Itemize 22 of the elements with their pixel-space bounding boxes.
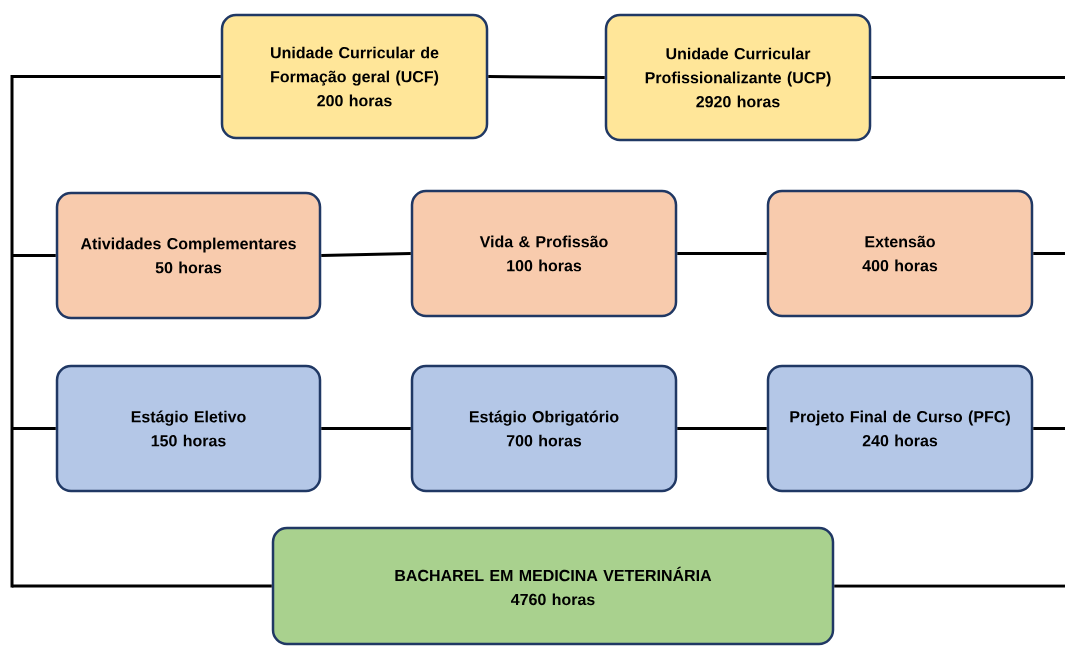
connector-line xyxy=(12,75,221,78)
process-box: Unidade Curricular de Formação geral (UCF) 200 horas xyxy=(220,13,489,140)
connector-line xyxy=(834,584,1065,588)
connector-line xyxy=(12,427,56,430)
process-box: Vida & Profissão 100 horas xyxy=(410,189,678,318)
process-box: Extensão 400 horas xyxy=(766,189,1034,318)
connector-line xyxy=(871,76,1065,79)
connector-line xyxy=(677,252,767,255)
connector-line xyxy=(488,75,605,79)
connector-line xyxy=(1033,427,1065,430)
process-box: Estágio Obrigatório 700 horas xyxy=(410,364,678,493)
connector-line xyxy=(321,252,411,257)
process-box: Projeto Final de Curso (PFC) 240 horas xyxy=(766,364,1034,493)
connector-line xyxy=(12,584,272,588)
connector-line xyxy=(1033,252,1065,255)
process-box: Estágio Eletivo 150 horas xyxy=(55,364,322,493)
connector-line xyxy=(677,427,767,430)
connector-line xyxy=(12,254,56,257)
process-box: Atividades Complementares 50 horas xyxy=(55,191,322,320)
connector-line xyxy=(321,427,411,430)
process-box: BACHAREL EM MEDICINA VETERINÁRIA 4760 horas xyxy=(271,526,835,646)
process-box: Unidade Curricular Profissionalizante (UCP) 2920 horas xyxy=(604,13,872,142)
